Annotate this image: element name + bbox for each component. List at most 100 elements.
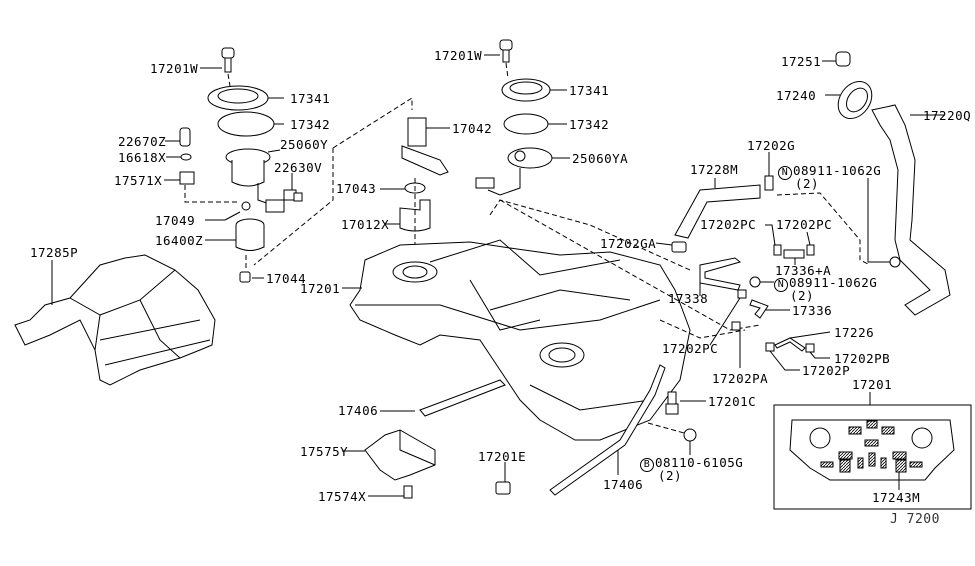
fuel-filter-16400Z[interactable] (235, 218, 265, 251)
label-17336[interactable]: 17336 (792, 303, 833, 318)
clamp-17202P[interactable] (765, 342, 775, 352)
inset-pads-17243M[interactable] (820, 420, 923, 473)
label-22670Z[interactable]: 22670Z (118, 134, 167, 149)
diagram-code: J 7200 (890, 512, 940, 527)
bolt-b-symbol-icon: B (640, 458, 654, 472)
clamp-17202PC-a[interactable] (773, 244, 782, 256)
hose-17338[interactable] (699, 257, 742, 291)
pipe-17336A[interactable] (783, 249, 805, 259)
label-17042[interactable]: 17042 (452, 121, 493, 136)
sensor-22630V[interactable] (283, 189, 303, 202)
washer-16618X[interactable] (180, 153, 192, 161)
label-17202PC[interactable]: 17202PC (700, 217, 757, 232)
strap-17406-rear[interactable] (419, 379, 506, 417)
hose-17336[interactable] (749, 299, 769, 319)
label-17202G[interactable]: 17202G (747, 138, 796, 153)
clip-17571X[interactable] (179, 171, 195, 185)
clamp-17202G[interactable] (764, 175, 774, 191)
fuel-pump-17042[interactable] (401, 117, 449, 176)
label-17201W[interactable]: 17201W (150, 61, 199, 76)
label-16400Z[interactable]: 16400Z (155, 233, 204, 248)
sensor-22670Z[interactable] (179, 127, 191, 147)
nut-08911-1062G-a[interactable] (889, 256, 901, 268)
inset-tank-outline (789, 419, 955, 481)
label-17228M[interactable]: 17228M (690, 162, 739, 177)
hose-17226[interactable] (774, 337, 806, 352)
label-17338[interactable]: 17338 (668, 291, 709, 306)
bolt-17201W-right[interactable] (499, 39, 513, 63)
label-25060YA[interactable]: 25060YA (572, 151, 629, 166)
label-17201-inset[interactable]: 17201 (852, 377, 893, 392)
hose-17228M[interactable] (674, 184, 761, 239)
o-ring-17342-left[interactable] (217, 111, 275, 137)
cap-17251[interactable] (835, 51, 851, 67)
label-17341[interactable]: 17341 (290, 91, 331, 106)
nut-n-symbol-icon: N (778, 166, 792, 180)
label-17201W[interactable]: 17201W (434, 48, 483, 63)
clip-17574X[interactable] (403, 485, 413, 499)
label-17240[interactable]: 17240 (776, 88, 817, 103)
label-qty: (2) (658, 468, 683, 483)
label-17243M[interactable]: 17243M (872, 490, 921, 505)
label-17336A[interactable]: 17336+A (775, 263, 832, 278)
heat-shield-17285P[interactable] (14, 254, 216, 386)
label-17043[interactable]: 17043 (336, 181, 377, 196)
label-17406[interactable]: 17406 (338, 403, 379, 418)
lock-ring-17341-right[interactable] (501, 78, 551, 102)
label-17202P[interactable]: 17202P (802, 363, 851, 378)
strap-17406-front[interactable] (549, 364, 666, 496)
label-17342[interactable]: 17342 (290, 117, 331, 132)
label-17341[interactable]: 17341 (569, 83, 610, 98)
label-17226[interactable]: 17226 (834, 325, 875, 340)
label-25060Y[interactable]: 25060Y (280, 137, 329, 152)
sensor-17201C[interactable] (665, 391, 679, 415)
label-16618X[interactable]: 16618X (118, 150, 167, 165)
label-17049[interactable]: 17049 (155, 213, 196, 228)
label-17220Q[interactable]: 17220Q (923, 108, 972, 123)
fuel-gauge-unit-25060YA[interactable] (475, 147, 553, 196)
label-17012X[interactable]: 17012X (341, 217, 390, 232)
lock-ring-17341-left[interactable] (207, 85, 269, 111)
o-ring-17342-right[interactable] (503, 113, 549, 135)
label-17202PA[interactable]: 17202PA (712, 371, 769, 386)
bolt-17201W-left[interactable] (221, 47, 235, 73)
label-17575Y[interactable]: 17575Y (300, 444, 349, 459)
bracket-17012X[interactable] (399, 199, 431, 232)
filler-lid-17240[interactable] (831, 75, 879, 125)
label-22630V[interactable]: 22630V (274, 160, 323, 175)
label-17202PC[interactable]: 17202PC (776, 217, 833, 232)
label-17202GA[interactable]: 17202GA (600, 236, 657, 251)
clamp-17202PC-b[interactable] (806, 244, 815, 256)
seal-17049[interactable] (241, 201, 251, 211)
bolt-08110-6105G[interactable] (683, 428, 697, 442)
label-17201C[interactable]: 17201C (708, 394, 757, 409)
label-17201[interactable]: 17201 (300, 281, 341, 296)
fuel-gauge-unit-25060Y[interactable] (225, 148, 285, 213)
nut-08911-1062G-b[interactable] (749, 276, 761, 288)
label-qty: (2) (795, 176, 820, 191)
clamp-17202PB[interactable] (805, 343, 815, 353)
filler-tube-17220Q[interactable] (871, 104, 951, 316)
bolt-17044[interactable] (239, 271, 251, 283)
clip-17201E[interactable] (495, 481, 511, 495)
label-17201E[interactable]: 17201E (478, 449, 527, 464)
label-qty: (2) (790, 288, 815, 303)
label-17202PB[interactable]: 17202PB (834, 351, 891, 366)
label-17342[interactable]: 17342 (569, 117, 610, 132)
label-17044[interactable]: 17044 (266, 271, 307, 286)
label-17406[interactable]: 17406 (603, 477, 644, 492)
fuel-tank-17201[interactable] (349, 239, 691, 441)
label-17251[interactable]: 17251 (781, 54, 822, 69)
label-17202PC[interactable]: 17202PC (662, 341, 719, 356)
clamp-17202PC-c[interactable] (737, 289, 747, 299)
clamp-17202PA[interactable] (731, 321, 741, 331)
label-17574X[interactable]: 17574X (318, 489, 367, 504)
label-17285P[interactable]: 17285P (30, 245, 79, 260)
bracket-17575Y[interactable] (364, 429, 436, 481)
label-17571X[interactable]: 17571X (114, 173, 163, 188)
clamp-17202GA[interactable] (671, 241, 687, 253)
